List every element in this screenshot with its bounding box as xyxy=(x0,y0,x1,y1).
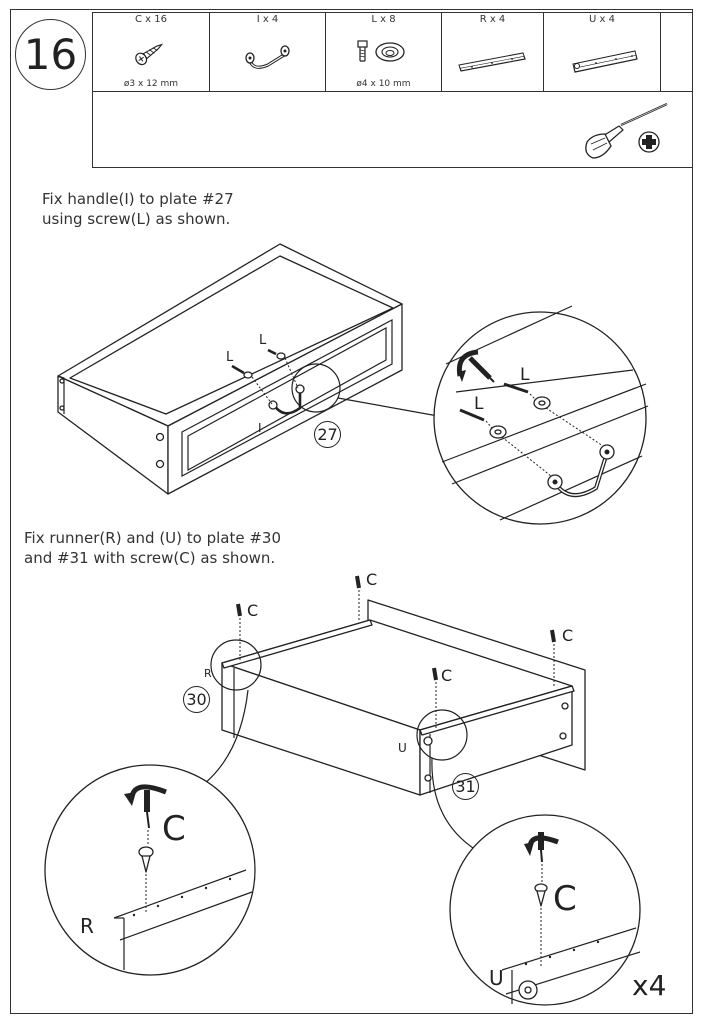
part-cell-c: C x 16 ø3 x 12 mm xyxy=(93,13,210,91)
bolt-washer-icon xyxy=(357,40,405,62)
page-frame xyxy=(10,9,693,1014)
handle-i-label: I xyxy=(258,421,262,435)
part-size: ø3 x 12 mm xyxy=(123,79,179,89)
detail-screw-c-label-right: C xyxy=(553,879,577,919)
drawer-box-drawing xyxy=(57,243,439,495)
detail-screw-c-label-left: C xyxy=(162,809,186,849)
plate-31-badge: 31 xyxy=(452,773,479,800)
runner-detail-right xyxy=(449,814,641,1006)
part-qty: L x 8 xyxy=(371,14,396,25)
runner-r-label: R xyxy=(204,667,212,680)
repeat-count-label: x4 xyxy=(632,969,667,1002)
phillips-screwdriver-icon xyxy=(585,102,668,159)
part-cell-l: L x 8 ø4 x 10 mm xyxy=(326,13,442,91)
parts-table-divider xyxy=(93,91,692,92)
runner-detail-left xyxy=(44,764,256,976)
drawer-frame-drawing xyxy=(195,575,586,851)
part-cell-r: R x 4 xyxy=(442,13,544,91)
drawer-handle-icon xyxy=(245,45,290,69)
screw-c-label-4: C xyxy=(441,666,453,685)
detail-screw-l-label-1: L xyxy=(520,365,530,385)
parts-table: C x 16 ø3 x 12 mm I x 4 xyxy=(92,12,693,168)
plate-27-badge: 27 xyxy=(314,421,341,448)
plate-30-badge: 30 xyxy=(183,686,210,713)
detail-runner-r-label: R xyxy=(80,914,94,938)
part-qty: I x 4 xyxy=(256,14,279,25)
part-cell-i: I x 4 xyxy=(210,13,326,91)
screw-c-label-1: C xyxy=(247,601,259,620)
part-qty: C x 16 xyxy=(135,14,167,25)
runner-rail-icon xyxy=(572,50,638,73)
part-qty: R x 4 xyxy=(479,14,506,25)
instruction-runner-line1: Fix runner(R) and (U) to plate #30 xyxy=(24,529,282,547)
step-number-badge: 16 xyxy=(15,19,86,90)
instruction-runner-line2: and #31 with screw(C) as shown. xyxy=(24,549,276,567)
screw-c-label-2: C xyxy=(366,570,378,589)
detail-runner-u-label: U xyxy=(489,966,504,990)
part-cell-u: U x 4 xyxy=(544,13,661,91)
instruction-handle-line1: Fix handle(I) to plate #27 xyxy=(42,190,234,208)
screw-c-label-3: C xyxy=(562,626,574,645)
wood-screw-icon xyxy=(135,43,164,66)
instruction-handle-line2: using screw(L) as shown. xyxy=(42,210,231,228)
runner-rail-icon xyxy=(458,52,526,72)
screw-l-label-1: L xyxy=(226,350,234,365)
runner-u-label: U xyxy=(398,741,407,755)
part-qty: U x 4 xyxy=(589,14,615,25)
screw-l-label-2: L xyxy=(259,333,267,348)
handle-detail-circle xyxy=(433,305,649,525)
detail-screw-l-label-2: L xyxy=(474,394,484,414)
part-size: ø4 x 10 mm xyxy=(356,79,411,89)
